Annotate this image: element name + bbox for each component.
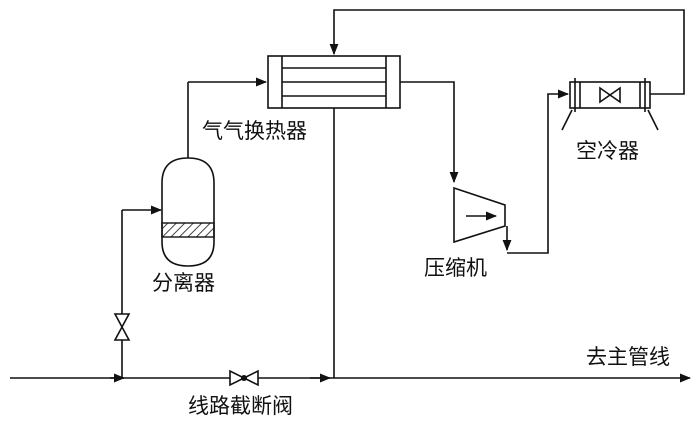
- line-block-valve-icon: [229, 369, 259, 387]
- air-cooler: [561, 78, 659, 131]
- compressor: [453, 186, 506, 244]
- fan-icon: [599, 86, 621, 104]
- branch-valve-icon: [113, 313, 131, 341]
- air-cooler-label: 空冷器: [576, 139, 639, 163]
- compressor-label: 压缩机: [424, 256, 487, 280]
- line-block-valve-label: 线路截断阀: [188, 394, 293, 418]
- compressor-to-air-cooler: [507, 89, 570, 254]
- gas-heat-exchanger-label: 气气换热器: [202, 119, 307, 143]
- air-cooler-return-pipe: [329, 9, 685, 95]
- exchanger-to-compressor: [400, 81, 459, 184]
- to-main-pipe-label: 去主管线: [586, 345, 670, 369]
- separator-vessel: [161, 157, 215, 267]
- gas-heat-exchanger: [267, 55, 401, 109]
- separator-label: 分离器: [152, 271, 215, 295]
